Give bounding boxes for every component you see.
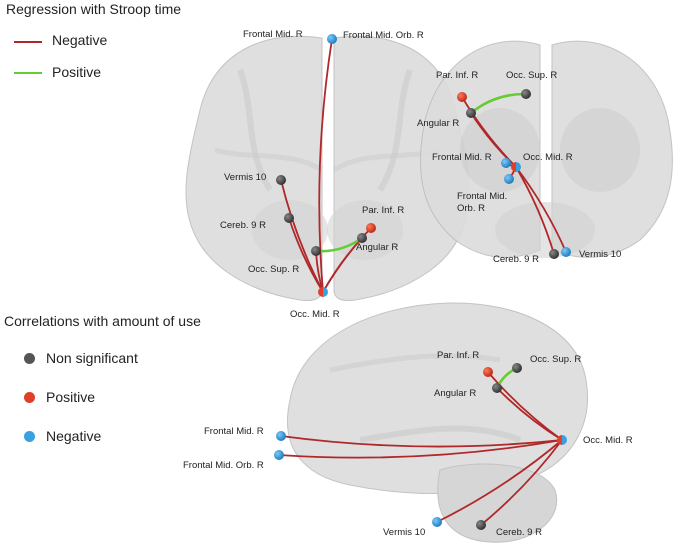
sagittal-node-occ_mid_r	[557, 435, 567, 445]
axial-node-vermis_10	[276, 175, 286, 185]
sagittal-label-par_inf_r: Par. Inf. R	[437, 350, 479, 361]
axial-node-frontal_mid_orb_r	[327, 34, 337, 44]
axial-edge-cereb_9_r-occ_mid_r-negative	[288, 217, 324, 293]
sagittal-label-occ_mid_r: Occ. Mid. R	[583, 435, 633, 446]
axial-brain	[185, 35, 470, 301]
axial-node-occ_sup_r	[311, 246, 321, 256]
sagittal-cerebrum	[287, 302, 589, 494]
sagittal-brain	[287, 302, 589, 543]
coronal-edge-vermis_10-occ_mid_r-negative	[515, 166, 567, 253]
coronal-node-par_inf_r	[457, 92, 467, 102]
coronal-label-angular_r: Angular R	[417, 118, 459, 129]
axial-node-occ_mid_r	[318, 287, 328, 297]
legend-positive-corr-label: Positive	[46, 389, 96, 405]
coronal-label-par_inf_r: Par. Inf. R	[436, 70, 478, 81]
sagittal-node-frontal_mid_orb_r	[274, 450, 284, 460]
axial-label-angular_r: Angular R	[356, 242, 398, 253]
sagittal-node-par_inf_r	[483, 367, 493, 377]
coronal-label-occ_sup_r: Occ. Sup. R	[506, 70, 557, 81]
coronal-label-frontal_mid_orb_r: Frontal Mid.Orb. R	[457, 191, 507, 214]
axial-label-occ_mid_r: Occ. Mid. R	[290, 309, 340, 320]
coronal-label-frontal_mid_r: Frontal Mid. R	[432, 152, 492, 163]
legend-negative-line	[14, 41, 42, 43]
coronal-node-vermis_10	[561, 247, 571, 257]
axial-label-frontal_mid_r: Frontal Mid. R	[243, 29, 303, 40]
legend-positive-dot	[24, 392, 35, 403]
legend-positive-line	[14, 72, 42, 74]
legend-regression: Regression with Stroop time Negative Pos…	[0, 0, 240, 90]
sagittal-label-frontal_mid_r: Frontal Mid. R	[204, 426, 264, 437]
legend-negative-corr-label: Negative	[46, 428, 102, 444]
sagittal-label-cereb_9_r: Cereb. 9 R	[496, 527, 542, 538]
legend-correlation-title: Correlations with amount of use	[4, 313, 201, 329]
sagittal-cerebellum	[437, 463, 558, 543]
sagittal-edge-frontal_mid_orb_r-occ_mid_r-negative	[278, 439, 563, 459]
axial-label-occ_sup_r: Occ. Sup. R	[248, 264, 299, 275]
axial-label-cereb_9_r: Cereb. 9 R	[220, 220, 266, 231]
coronal-node-angular_r	[466, 108, 476, 118]
sagittal-edge-frontal_mid_r-occ_mid_r-negative	[280, 435, 563, 448]
coronal-node-frontal_mid_r	[501, 158, 511, 168]
axial-label-frontal_mid_orb_r: Frontal Mid. Orb. R	[343, 30, 424, 41]
legend-nonsig-dot	[24, 353, 35, 364]
coronal-label-vermis_10: Vermis 10	[579, 249, 621, 260]
labels: Frontal Mid. R Frontal Mid. Orb. R Vermis …	[183, 29, 633, 538]
legend-nonsig-label: Non significant	[46, 350, 138, 366]
nodes	[274, 34, 571, 530]
sagittal-label-angular_r: Angular R	[434, 388, 476, 399]
axial-label-vermis_10: Vermis 10	[224, 172, 266, 183]
sagittal-label-occ_sup_r: Occ. Sup. R	[530, 354, 581, 365]
sagittal-label-frontal_mid_orb_r: Frontal Mid. Orb. R	[183, 460, 264, 471]
coronal-edge-cereb_9_r-occ_mid_r-negative	[515, 166, 555, 255]
axial-node-angular_r	[357, 233, 367, 243]
legend-regression-title: Regression with Stroop time	[6, 1, 182, 17]
coronal-node-occ_sup_r	[521, 89, 531, 99]
coronal-edge-angular_r-occ_mid_r-negative	[470, 112, 517, 168]
sagittal-node-vermis_10	[432, 517, 442, 527]
coronal-edge-occ_sup_r-angular_r-positive	[469, 92, 528, 115]
axial-node-par_inf_r	[366, 223, 376, 233]
coronal-label-occ_mid_r: Occ. Mid. R	[523, 152, 573, 163]
axial-label-par_inf_r: Par. Inf. R	[362, 205, 404, 216]
sagittal-node-frontal_mid_r	[276, 431, 286, 441]
sagittal-edge-vermis_10-occ_mid_r-negative	[436, 439, 563, 523]
coronal-node-occ_mid_r	[511, 162, 521, 172]
sagittal-label-vermis_10: Vermis 10	[383, 527, 425, 538]
legend-negative-dot	[24, 431, 35, 442]
sagittal-edge-angular_r-occ_mid_r-negative	[496, 387, 563, 441]
axial-left-hemisphere	[185, 35, 323, 301]
legend-correlation: Correlations with amount of use Non sign…	[0, 310, 240, 450]
sagittal-node-angular_r	[492, 383, 502, 393]
legend-negative-label: Negative	[52, 32, 108, 48]
coronal-node-frontal_mid_orb_r	[504, 174, 514, 184]
sagittal-node-cereb_9_r	[476, 520, 486, 530]
coronal-node-cereb_9_r	[549, 249, 559, 259]
axial-edge-angular_r-occ_mid_r-negative	[322, 237, 363, 293]
coronal-label-cereb_9_r: Cereb. 9 R	[493, 254, 539, 265]
axial-edge-frontal_mid_orb_r-occ_mid_r-negative	[318, 38, 333, 293]
coronal-right-hemisphere	[551, 40, 673, 258]
axial-node-cereb_9_r	[284, 213, 294, 223]
sagittal-node-occ_sup_r	[512, 363, 522, 373]
sagittal-edge-cereb_9_r-occ_mid_r-negative	[480, 439, 563, 526]
legend-positive-label: Positive	[52, 64, 102, 80]
